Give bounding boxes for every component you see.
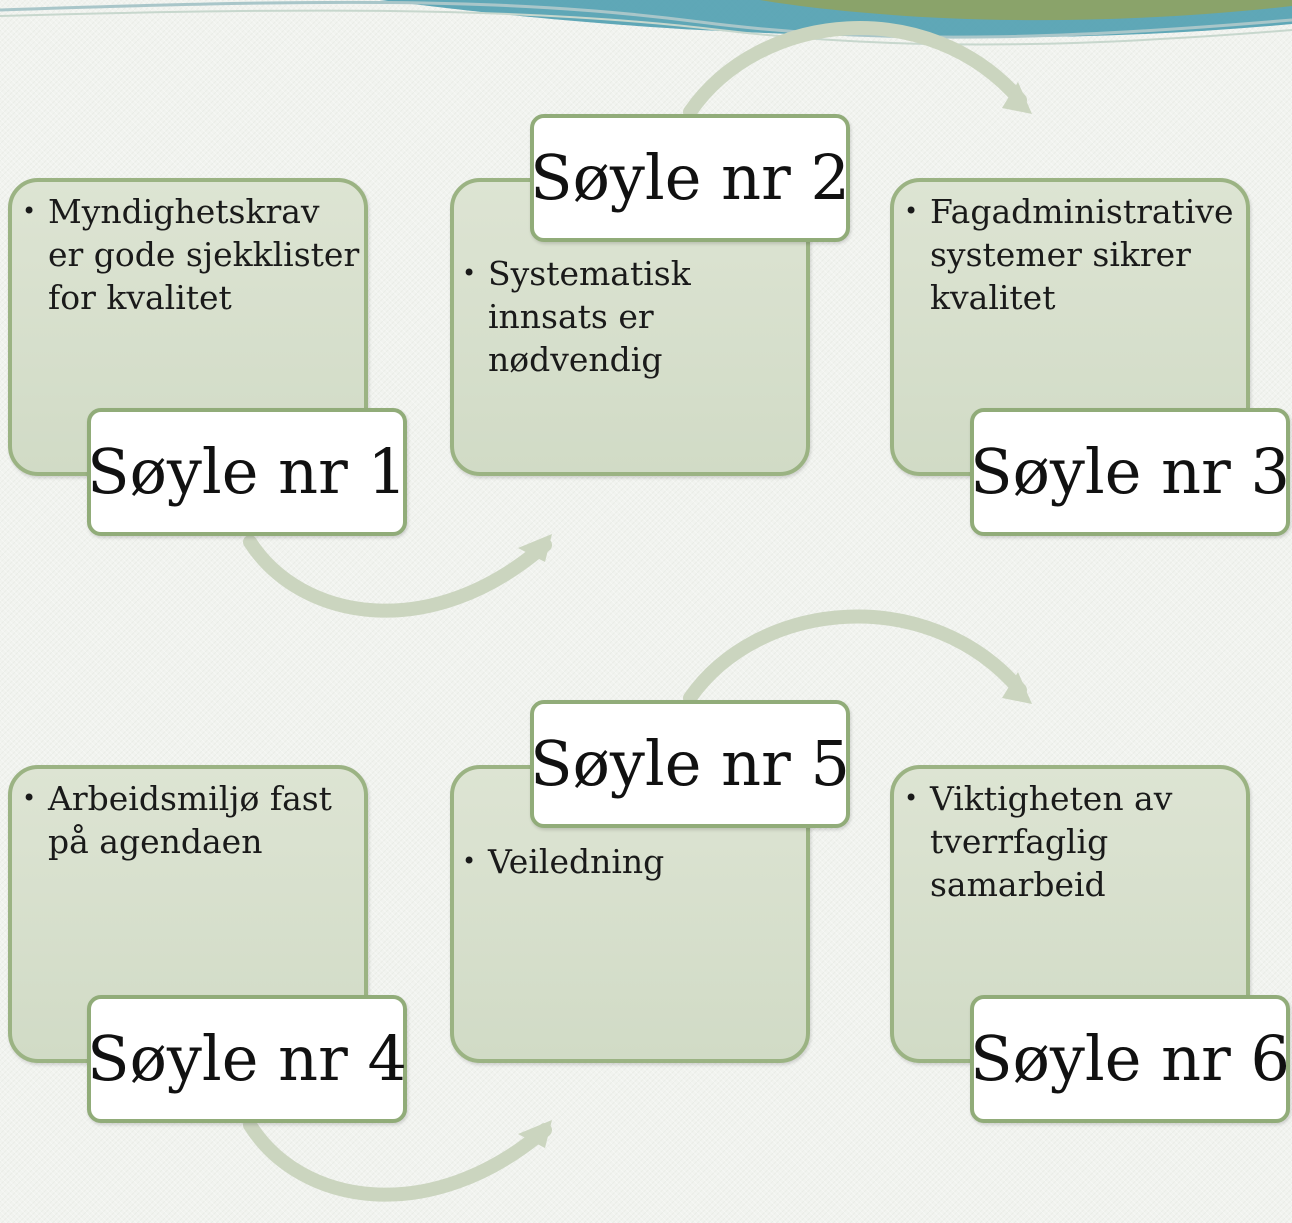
bullet-text-1: Myndighetskrav er gode sjekklister for k… — [48, 192, 360, 317]
bullet-dot: • — [904, 784, 919, 812]
bullet-6: • Viktigheten av tverrfaglig samarbeid — [904, 777, 1204, 906]
bullet-2: • Systematisk innsats er nødvendig — [462, 252, 692, 381]
label-4: Søyle nr 4 — [87, 995, 407, 1123]
arrow-head-4-to-5 — [518, 1120, 552, 1148]
arrow-head-5-to-6 — [1002, 672, 1032, 704]
arrow-5-to-6 — [683, 609, 1027, 705]
label-2: Søyle nr 2 — [530, 114, 850, 242]
bullet-text-3: Fagadministrative systemer sikrer kvalit… — [930, 192, 1234, 317]
arrow-4-to-5 — [243, 1118, 552, 1202]
bullet-4: • Arbeidsmiljø fast på agendaen — [22, 777, 362, 863]
header-wave-line — [0, 0, 1292, 39]
bullet-text-5: Veiledning — [488, 842, 665, 881]
bullet-text-2: Systematisk innsats er nødvendig — [488, 254, 691, 379]
label-6: Søyle nr 6 — [970, 995, 1290, 1123]
bullet-3: • Fagadministrative systemer sikrer kval… — [904, 190, 1234, 319]
arrow-2-to-3 — [683, 21, 1027, 119]
arrow-1-to-2 — [243, 535, 552, 618]
label-1: Søyle nr 1 — [87, 408, 407, 536]
header-wave-line-2 — [0, 9, 1292, 46]
bullet-dot: • — [22, 197, 37, 225]
bullet-1: • Myndighetskrav er gode sjekklister for… — [22, 190, 362, 319]
bullet-dot: • — [462, 847, 477, 875]
bullet-dot: • — [462, 259, 477, 287]
bullet-text-6: Viktigheten av tverrfaglig samarbeid — [930, 779, 1173, 904]
label-3: Søyle nr 3 — [970, 408, 1290, 536]
arrow-head-1-to-2 — [518, 534, 552, 562]
bullet-dot: • — [904, 197, 919, 225]
arrow-head-2-to-3 — [1002, 82, 1032, 114]
bullet-dot: • — [22, 784, 37, 812]
bullet-text-4: Arbeidsmiljø fast på agendaen — [48, 779, 332, 861]
label-5: Søyle nr 5 — [530, 700, 850, 828]
header-wave-front — [760, 0, 1292, 21]
bullet-5: • Veiledning — [462, 840, 762, 883]
